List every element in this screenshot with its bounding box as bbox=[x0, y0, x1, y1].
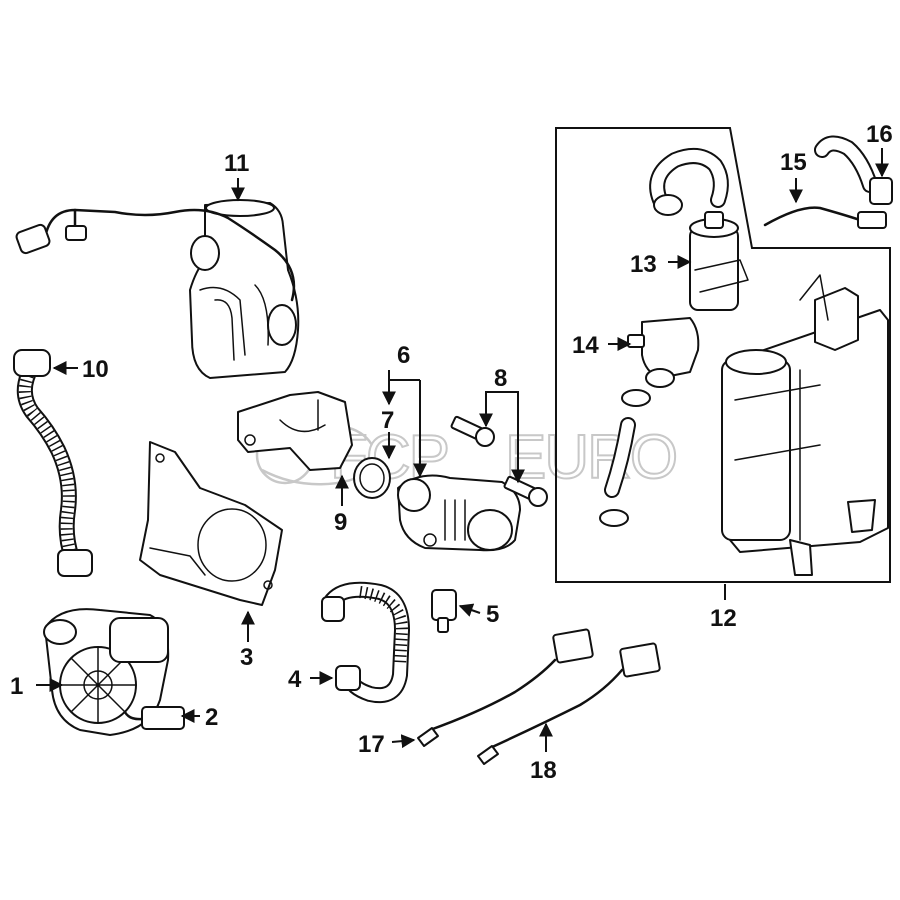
air-intake-housing-part bbox=[15, 199, 300, 379]
air-pump-part bbox=[43, 608, 185, 736]
canister-group-frame bbox=[555, 127, 891, 583]
callout-4: 4 bbox=[288, 666, 302, 693]
coolant-hose-part bbox=[321, 581, 410, 704]
callout-leaders bbox=[36, 148, 889, 752]
callout-17: 17 bbox=[358, 731, 385, 758]
callout-18: 18 bbox=[530, 757, 557, 784]
corrugated-hose-part bbox=[13, 349, 93, 577]
connector-hose-part bbox=[814, 135, 893, 205]
callout-15: 15 bbox=[780, 149, 807, 176]
vent-valve-part bbox=[599, 317, 700, 527]
sensor-part bbox=[431, 589, 457, 633]
charcoal-canister-part bbox=[721, 274, 889, 576]
heat-shield-bracket-part bbox=[139, 441, 283, 606]
callout-2: 2 bbox=[205, 704, 218, 731]
callout-9: 9 bbox=[334, 509, 347, 536]
callout-16: 16 bbox=[866, 121, 893, 148]
callout-14: 14 bbox=[572, 332, 599, 359]
callout-3: 3 bbox=[240, 644, 253, 671]
purge-valve-part bbox=[649, 148, 749, 311]
callout-8: 8 bbox=[494, 365, 507, 392]
combination-valve-part bbox=[397, 474, 521, 552]
callout-1: 1 bbox=[10, 673, 23, 700]
callout-5: 5 bbox=[486, 601, 499, 628]
gasket-bracket-part bbox=[237, 391, 353, 471]
callout-6: 6 bbox=[397, 342, 410, 369]
watermark-text: EURO bbox=[505, 423, 676, 492]
callout-labels: 1 2 3 4 5 6 7 8 9 10 11 12 13 14 15 16 1… bbox=[10, 121, 893, 784]
vent-line-part bbox=[763, 206, 887, 229]
callout-11: 11 bbox=[224, 150, 249, 177]
callout-13: 13 bbox=[630, 251, 657, 278]
callout-10: 10 bbox=[82, 356, 109, 383]
callout-7: 7 bbox=[381, 407, 394, 434]
callout-12: 12 bbox=[710, 605, 737, 632]
oxygen-sensor-part bbox=[417, 628, 594, 747]
oxygen-sensor-2-part bbox=[477, 642, 661, 765]
